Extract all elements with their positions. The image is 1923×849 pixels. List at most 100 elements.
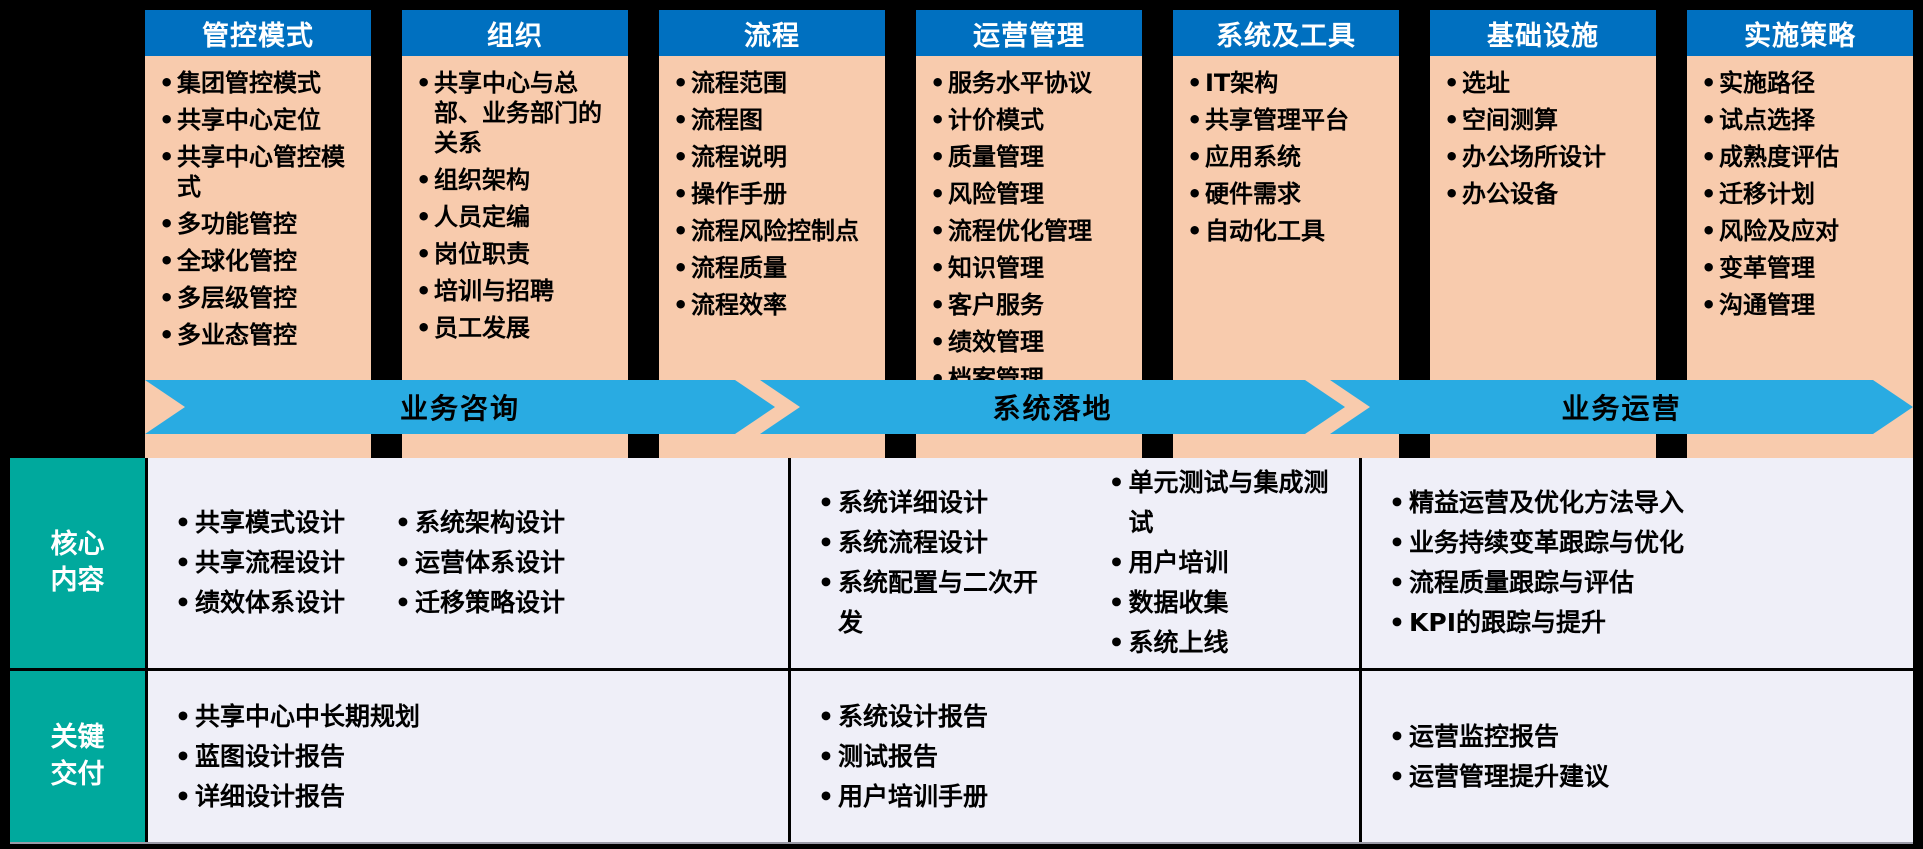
pillar-item: 组织架构 [412, 165, 620, 195]
core-content-cell-implementation: 系统详细设计系统流程设计系统配置与二次开发 单元测试与集成测试用户培训数据收集系… [791, 458, 1359, 668]
deliverable-item: 用户培训手册 [816, 777, 988, 817]
core-content-cell-operation: 精益运营及优化方法导入业务持续变革跟踪与优化流程质量跟踪与评估KPI的跟踪与提升 [1362, 458, 1913, 668]
pillar-item: 迁移计划 [1697, 179, 1905, 209]
pillar-item: 计价模式 [926, 105, 1134, 135]
phase-arrow-operation: 业务运营 [1330, 380, 1913, 434]
pillar-item: 共享中心与总部、业务部门的关系 [412, 68, 620, 158]
pillar-item: 操作手册 [669, 179, 877, 209]
pillar-item: IT架构 [1183, 68, 1391, 98]
summary-table: 核心内容 共享模式设计共享流程设计绩效体系设计 系统架构设计运营体系设计迁移策略… [10, 458, 1913, 844]
bullet-group: 共享模式设计共享流程设计绩效体系设计 [173, 503, 345, 623]
pillar-header: 基础设施 [1430, 10, 1656, 56]
phase-label: 系统落地 [992, 392, 1113, 425]
row-header-key-deliverables: 关键交付 [10, 671, 145, 842]
pillar-item: 办公设备 [1440, 179, 1648, 209]
bullet-group: 精益运营及优化方法导入业务持续变革跟踪与优化流程质量跟踪与评估KPI的跟踪与提升 [1387, 483, 1684, 643]
core-content-item: KPI的跟踪与提升 [1387, 603, 1684, 643]
phase-label: 业务咨询 [399, 392, 520, 425]
phase-arrows: 业务咨询 系统落地 业务运营 [0, 380, 1923, 434]
pillar-item: 选址 [1440, 68, 1648, 98]
pillar-item: 流程图 [669, 105, 877, 135]
pillar-header: 流程 [659, 10, 885, 56]
pillar-item: 流程优化管理 [926, 216, 1134, 246]
pillar-item: 成熟度评估 [1697, 142, 1905, 172]
row-header-core-content: 核心内容 [10, 458, 145, 668]
pillar-header: 实施策略 [1687, 10, 1913, 56]
pillar-item: 岗位职责 [412, 239, 620, 269]
pillar-item: 培训与招聘 [412, 276, 620, 306]
bullet-group: 共享中心中长期规划蓝图设计报告详细设计报告 [173, 697, 420, 817]
pillar-item: 实施路径 [1697, 68, 1905, 98]
bullet-group: 运营监控报告运营管理提升建议 [1387, 717, 1609, 797]
pillar-item: 流程质量 [669, 253, 877, 283]
bullet-group: 系统详细设计系统流程设计系统配置与二次开发 [816, 483, 1059, 643]
pillar-item: 知识管理 [926, 253, 1134, 283]
deliverable-item: 系统设计报告 [816, 697, 988, 737]
deliverable-item: 运营管理提升建议 [1387, 757, 1609, 797]
bullet-group: 系统架构设计运营体系设计迁移策略设计 [393, 503, 565, 623]
pillar-column-strategy: 实施策略 实施路径试点选择成熟度评估迁移计划风险及应对变革管理沟通管理 [1687, 10, 1913, 458]
deliverable-item: 详细设计报告 [173, 777, 420, 817]
pillar-item: 多功能管控 [155, 209, 363, 239]
core-content-item: 精益运营及优化方法导入 [1387, 483, 1684, 523]
phase-arrow-consulting: 业务咨询 [145, 380, 775, 434]
pillar-item: 共享中心管控模式 [155, 142, 363, 202]
deliverable-item: 测试报告 [816, 737, 988, 777]
core-content-item: 系统流程设计 [816, 523, 1059, 563]
core-content-item: 共享流程设计 [173, 543, 345, 583]
pillar-item: 流程说明 [669, 142, 877, 172]
core-content-item: 用户培训 [1107, 543, 1350, 583]
pillar-item: 质量管理 [926, 142, 1134, 172]
deliverables-cell-consulting: 共享中心中长期规划蓝图设计报告详细设计报告 [148, 671, 788, 842]
core-content-item: 系统详细设计 [816, 483, 1059, 523]
pillar-item: 流程风险控制点 [669, 216, 877, 246]
row-header-label: 核心内容 [50, 528, 105, 596]
pillar-item: 集团管控模式 [155, 68, 363, 98]
row-header-label: 关键交付 [50, 722, 105, 790]
deliverables-cell-operation: 运营监控报告运营管理提升建议 [1362, 671, 1913, 842]
pillar-header: 运营管理 [916, 10, 1142, 56]
pillar-item: 多层级管控 [155, 283, 363, 313]
bullet-group: 单元测试与集成测试用户培训数据收集系统上线 [1107, 463, 1350, 663]
pillar-item: 自动化工具 [1183, 216, 1391, 246]
core-content-item: 运营体系设计 [393, 543, 565, 583]
core-content-item: 系统上线 [1107, 623, 1350, 663]
deliverable-item: 运营监控报告 [1387, 717, 1609, 757]
pillar-header: 系统及工具 [1173, 10, 1399, 56]
core-content-item: 共享模式设计 [173, 503, 345, 543]
core-content-item: 单元测试与集成测试 [1107, 463, 1350, 543]
pillar-item: 沟通管理 [1697, 290, 1905, 320]
pillar-item: 共享管理平台 [1183, 105, 1391, 135]
pillar-item: 客户服务 [926, 290, 1134, 320]
core-content-item: 数据收集 [1107, 583, 1350, 623]
pillar-item: 员工发展 [412, 313, 620, 343]
pillar-item: 试点选择 [1697, 105, 1905, 135]
core-content-item: 业务持续变革跟踪与优化 [1387, 523, 1684, 563]
bullet-group: 系统设计报告测试报告用户培训手册 [816, 697, 988, 817]
core-content-item: 系统配置与二次开发 [816, 563, 1059, 643]
pillar-item: 空间测算 [1440, 105, 1648, 135]
pillar-header: 组织 [402, 10, 628, 56]
deliverable-item: 蓝图设计报告 [173, 737, 420, 777]
deliverables-cell-implementation: 系统设计报告测试报告用户培训手册 [791, 671, 1359, 842]
core-content-item: 流程质量跟踪与评估 [1387, 563, 1684, 603]
core-content-item: 迁移策略设计 [393, 583, 565, 623]
pillar-item: 流程效率 [669, 290, 877, 320]
pillar-item: 全球化管控 [155, 246, 363, 276]
pillar-item: 风险及应对 [1697, 216, 1905, 246]
core-content-item: 绩效体系设计 [173, 583, 345, 623]
core-content-cell-consulting: 共享模式设计共享流程设计绩效体系设计 系统架构设计运营体系设计迁移策略设计 [148, 458, 788, 668]
pillar-item: 多业态管控 [155, 320, 363, 350]
phase-arrow-implementation: 系统落地 [760, 380, 1345, 434]
pillar-header: 管控模式 [145, 10, 371, 56]
phase-label: 业务运营 [1561, 392, 1682, 425]
pillar-item: 变革管理 [1697, 253, 1905, 283]
core-content-item: 系统架构设计 [393, 503, 565, 543]
pillar-item: 服务水平协议 [926, 68, 1134, 98]
pillar-item: 风险管理 [926, 179, 1134, 209]
pillar-item: 绩效管理 [926, 327, 1134, 357]
pillar-item: 硬件需求 [1183, 179, 1391, 209]
pillar-column-operations: 运营管理 服务水平协议计价模式质量管理风险管理流程优化管理知识管理客户服务绩效管… [916, 10, 1142, 458]
pillar-item: 共享中心定位 [155, 105, 363, 135]
